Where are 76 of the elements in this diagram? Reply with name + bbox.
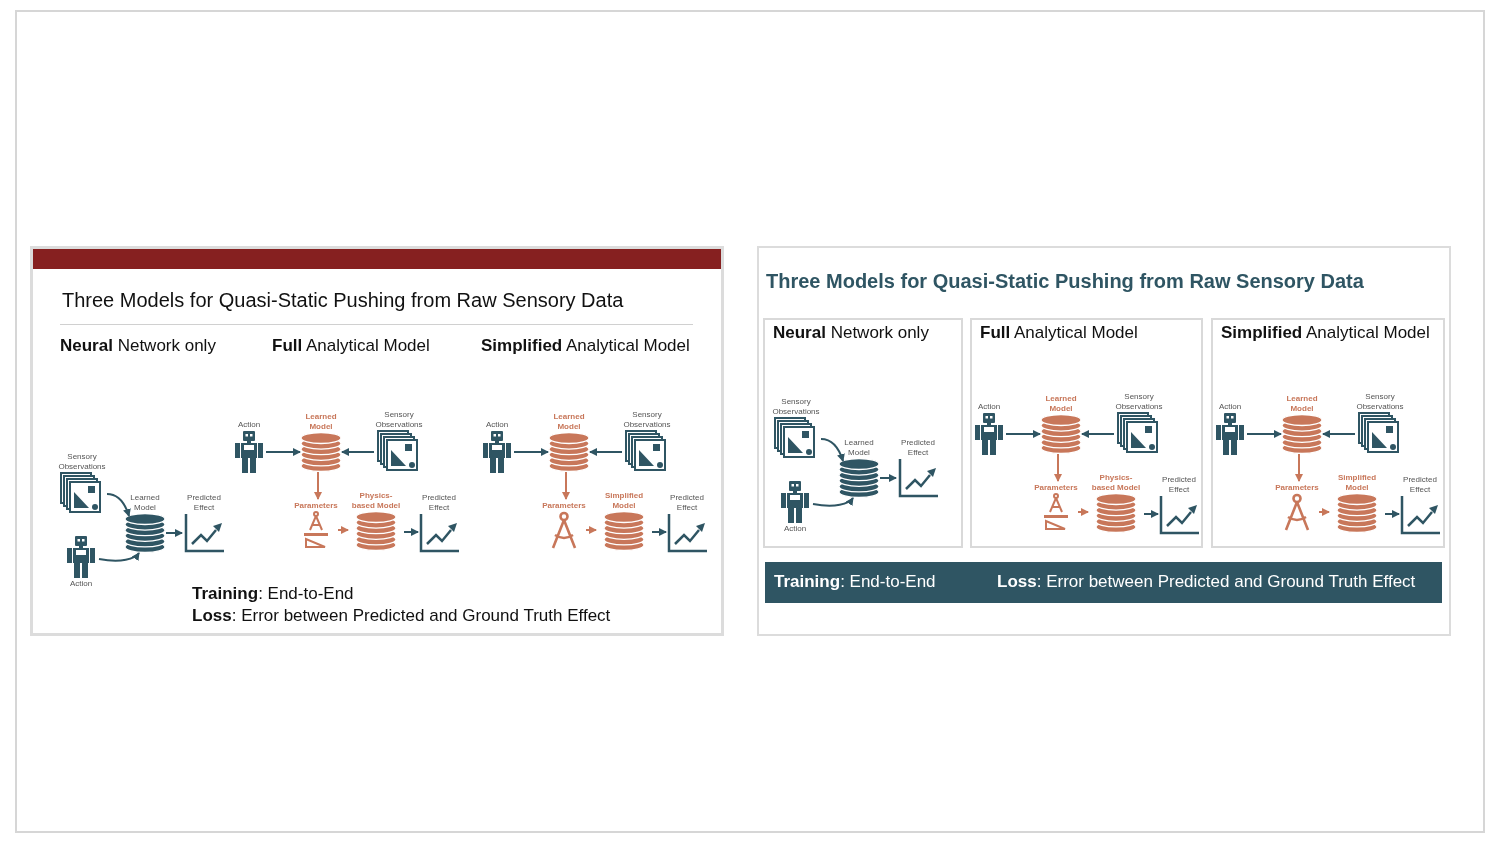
band-text: Training: End-to-End	[774, 572, 936, 592]
node-label: Parameters	[542, 500, 586, 511]
arrow	[585, 526, 597, 534]
arrow	[1318, 508, 1330, 516]
arrow	[1005, 430, 1041, 438]
panel-heading: Full Analytical Model	[980, 323, 1138, 343]
column-heading: Simplified Analytical Model	[481, 336, 690, 356]
node-label: Sensory Observations	[1114, 391, 1164, 412]
node-label: Learned Model	[1044, 393, 1078, 414]
node-label: Parameters	[294, 500, 338, 511]
node-label: Learned Model	[129, 492, 161, 513]
summary-text: Loss: Error between Predicted and Ground Truth Effect	[192, 606, 611, 626]
arrow	[265, 448, 301, 456]
node-label: Action	[68, 579, 94, 590]
arrow	[651, 528, 667, 536]
panel-heading: Simplified Analytical Model	[1221, 323, 1430, 343]
arrow	[98, 552, 140, 562]
band-text: Loss: Error between Predicted and Ground Truth Effect	[997, 572, 1416, 592]
node-label: Action	[236, 419, 262, 430]
node-label: Action	[1217, 401, 1243, 412]
node-label: Parameters	[1275, 482, 1319, 493]
slide-title: Three Models for Quasi-Static Pushing from Raw Sensory Data	[62, 289, 624, 312]
column-heading: Full Analytical Model	[272, 336, 430, 356]
arrow	[341, 448, 375, 456]
arrow	[812, 497, 854, 507]
arrow	[337, 526, 349, 534]
panel-card	[970, 318, 1203, 548]
arrow	[165, 529, 183, 537]
arrow	[1322, 430, 1356, 438]
arrow	[1246, 430, 1282, 438]
arrow	[106, 493, 131, 517]
arrow	[879, 474, 897, 482]
node-label: Learned Model	[843, 437, 875, 458]
node-label: Physics-based Model	[1090, 472, 1142, 493]
panel-card	[1211, 318, 1445, 548]
node-label: Predicted Effect	[900, 437, 936, 458]
node-label: Learned Model	[304, 411, 338, 432]
arrow	[589, 448, 623, 456]
summary-text: Training: End-to-End	[192, 584, 354, 604]
node-label: Sensory Observations	[771, 396, 821, 417]
arrow	[1077, 508, 1089, 516]
node-label: Sensory Observations	[622, 409, 672, 430]
arrow	[1384, 510, 1400, 518]
summary-band	[765, 562, 1442, 603]
node-label: Predicted Effect	[1402, 474, 1438, 495]
node-label: Predicted Effect	[669, 492, 705, 513]
slide-card	[30, 246, 724, 636]
arrow	[1143, 510, 1159, 518]
arrow	[403, 528, 419, 536]
panel-card	[763, 318, 963, 548]
node-label: Action	[782, 524, 808, 535]
column-heading: Neural Network only	[60, 336, 216, 356]
arrow	[1081, 430, 1115, 438]
slide-card	[757, 246, 1451, 636]
arrow	[513, 448, 549, 456]
arrow	[820, 438, 845, 462]
node-label: Sensory Observations	[374, 409, 424, 430]
node-label: Simplified Model	[603, 490, 645, 511]
arrow	[1295, 453, 1303, 482]
arrow	[1054, 453, 1062, 482]
node-label: Sensory Observations	[57, 451, 107, 472]
node-label: Simplified Model	[1336, 472, 1378, 493]
node-label: Parameters	[1034, 482, 1078, 493]
node-label: Learned Model	[552, 411, 586, 432]
node-label: Learned Model	[1285, 393, 1319, 414]
arrow	[562, 471, 570, 500]
node-label: Predicted Effect	[1161, 474, 1197, 495]
node-label: Predicted Effect	[186, 492, 222, 513]
panel-heading: Neural Network only	[773, 323, 929, 343]
node-label: Action	[484, 419, 510, 430]
arrow	[314, 471, 322, 500]
slide-title: Three Models for Quasi-Static Pushing from Raw Sensory Data	[766, 270, 1364, 293]
node-label: Predicted Effect	[421, 492, 457, 513]
node-label: Physics-based Model	[350, 490, 402, 511]
node-label: Action	[976, 401, 1002, 412]
node-label: Sensory Observations	[1355, 391, 1405, 412]
